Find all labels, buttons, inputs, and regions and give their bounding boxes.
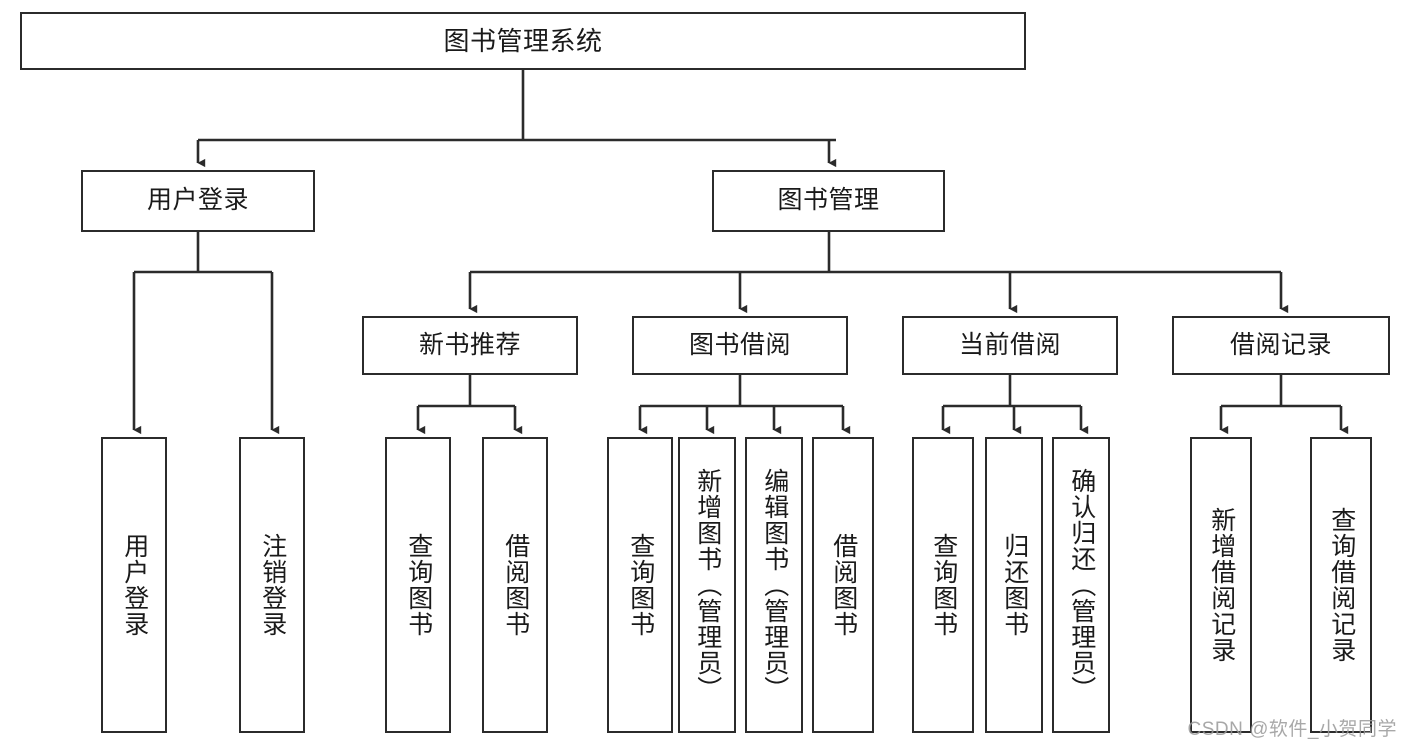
leaf-user-login-label: 用户登录	[120, 533, 149, 637]
leaf-query-book-new[interactable]: 查询图书	[385, 437, 451, 733]
node-new-book-recommend-label: 新书推荐	[418, 330, 521, 359]
watermark-text: CSDN @软件_小贺同学	[1187, 719, 1397, 740]
leaf-add-borrow-record-label: 新增借阅记录	[1207, 507, 1236, 663]
leaf-query-book-current[interactable]: 查询图书	[912, 437, 974, 733]
node-book-borrow-label: 图书借阅	[688, 330, 791, 359]
node-root-system[interactable]: 图书管理系统	[20, 12, 1026, 70]
node-user-login-label: 用户登录	[146, 186, 249, 215]
leaf-confirm-return-admin[interactable]: 确认归还（管理员）	[1052, 437, 1110, 733]
leaf-add-book-admin[interactable]: 新增图书（管理员）	[678, 437, 736, 733]
node-book-management-label: 图书管理	[777, 186, 880, 215]
leaf-return-book[interactable]: 归还图书	[985, 437, 1043, 733]
leaf-query-borrow-record[interactable]: 查询借阅记录	[1310, 437, 1372, 733]
leaf-add-book-admin-label: 新增图书（管理员）	[693, 468, 722, 702]
node-current-borrow[interactable]: 当前借阅	[902, 316, 1118, 375]
leaf-query-book-borrow-label: 查询图书	[626, 533, 655, 637]
leaf-query-book-borrow[interactable]: 查询图书	[607, 437, 673, 733]
node-current-borrow-label: 当前借阅	[958, 330, 1061, 359]
leaf-user-login[interactable]: 用户登录	[101, 437, 167, 733]
leaf-logout[interactable]: 注销登录	[239, 437, 305, 733]
node-book-borrow[interactable]: 图书借阅	[632, 316, 848, 375]
leaf-borrow-book-new-label: 借阅图书	[501, 533, 530, 637]
leaf-edit-book-admin-label: 编辑图书（管理员）	[760, 468, 789, 702]
node-root-label: 图书管理系统	[443, 25, 603, 56]
node-borrow-record[interactable]: 借阅记录	[1172, 316, 1390, 375]
node-borrow-record-label: 借阅记录	[1229, 330, 1332, 359]
leaf-lend-book-label: 借阅图书	[829, 533, 858, 637]
leaf-logout-label: 注销登录	[258, 533, 287, 637]
leaf-query-borrow-record-label: 查询借阅记录	[1327, 507, 1356, 663]
leaf-add-borrow-record[interactable]: 新增借阅记录	[1190, 437, 1252, 733]
leaf-query-book-new-label: 查询图书	[404, 533, 433, 637]
node-book-management[interactable]: 图书管理	[712, 170, 945, 232]
leaf-confirm-return-admin-label: 确认归还（管理员）	[1067, 468, 1096, 702]
leaf-query-book-current-label: 查询图书	[929, 533, 958, 637]
leaf-return-book-label: 归还图书	[1000, 533, 1029, 637]
leaf-borrow-book-new[interactable]: 借阅图书	[482, 437, 548, 733]
node-new-book-recommend[interactable]: 新书推荐	[362, 316, 578, 375]
leaf-lend-book[interactable]: 借阅图书	[812, 437, 874, 733]
node-user-login[interactable]: 用户登录	[81, 170, 315, 232]
leaf-edit-book-admin[interactable]: 编辑图书（管理员）	[745, 437, 803, 733]
